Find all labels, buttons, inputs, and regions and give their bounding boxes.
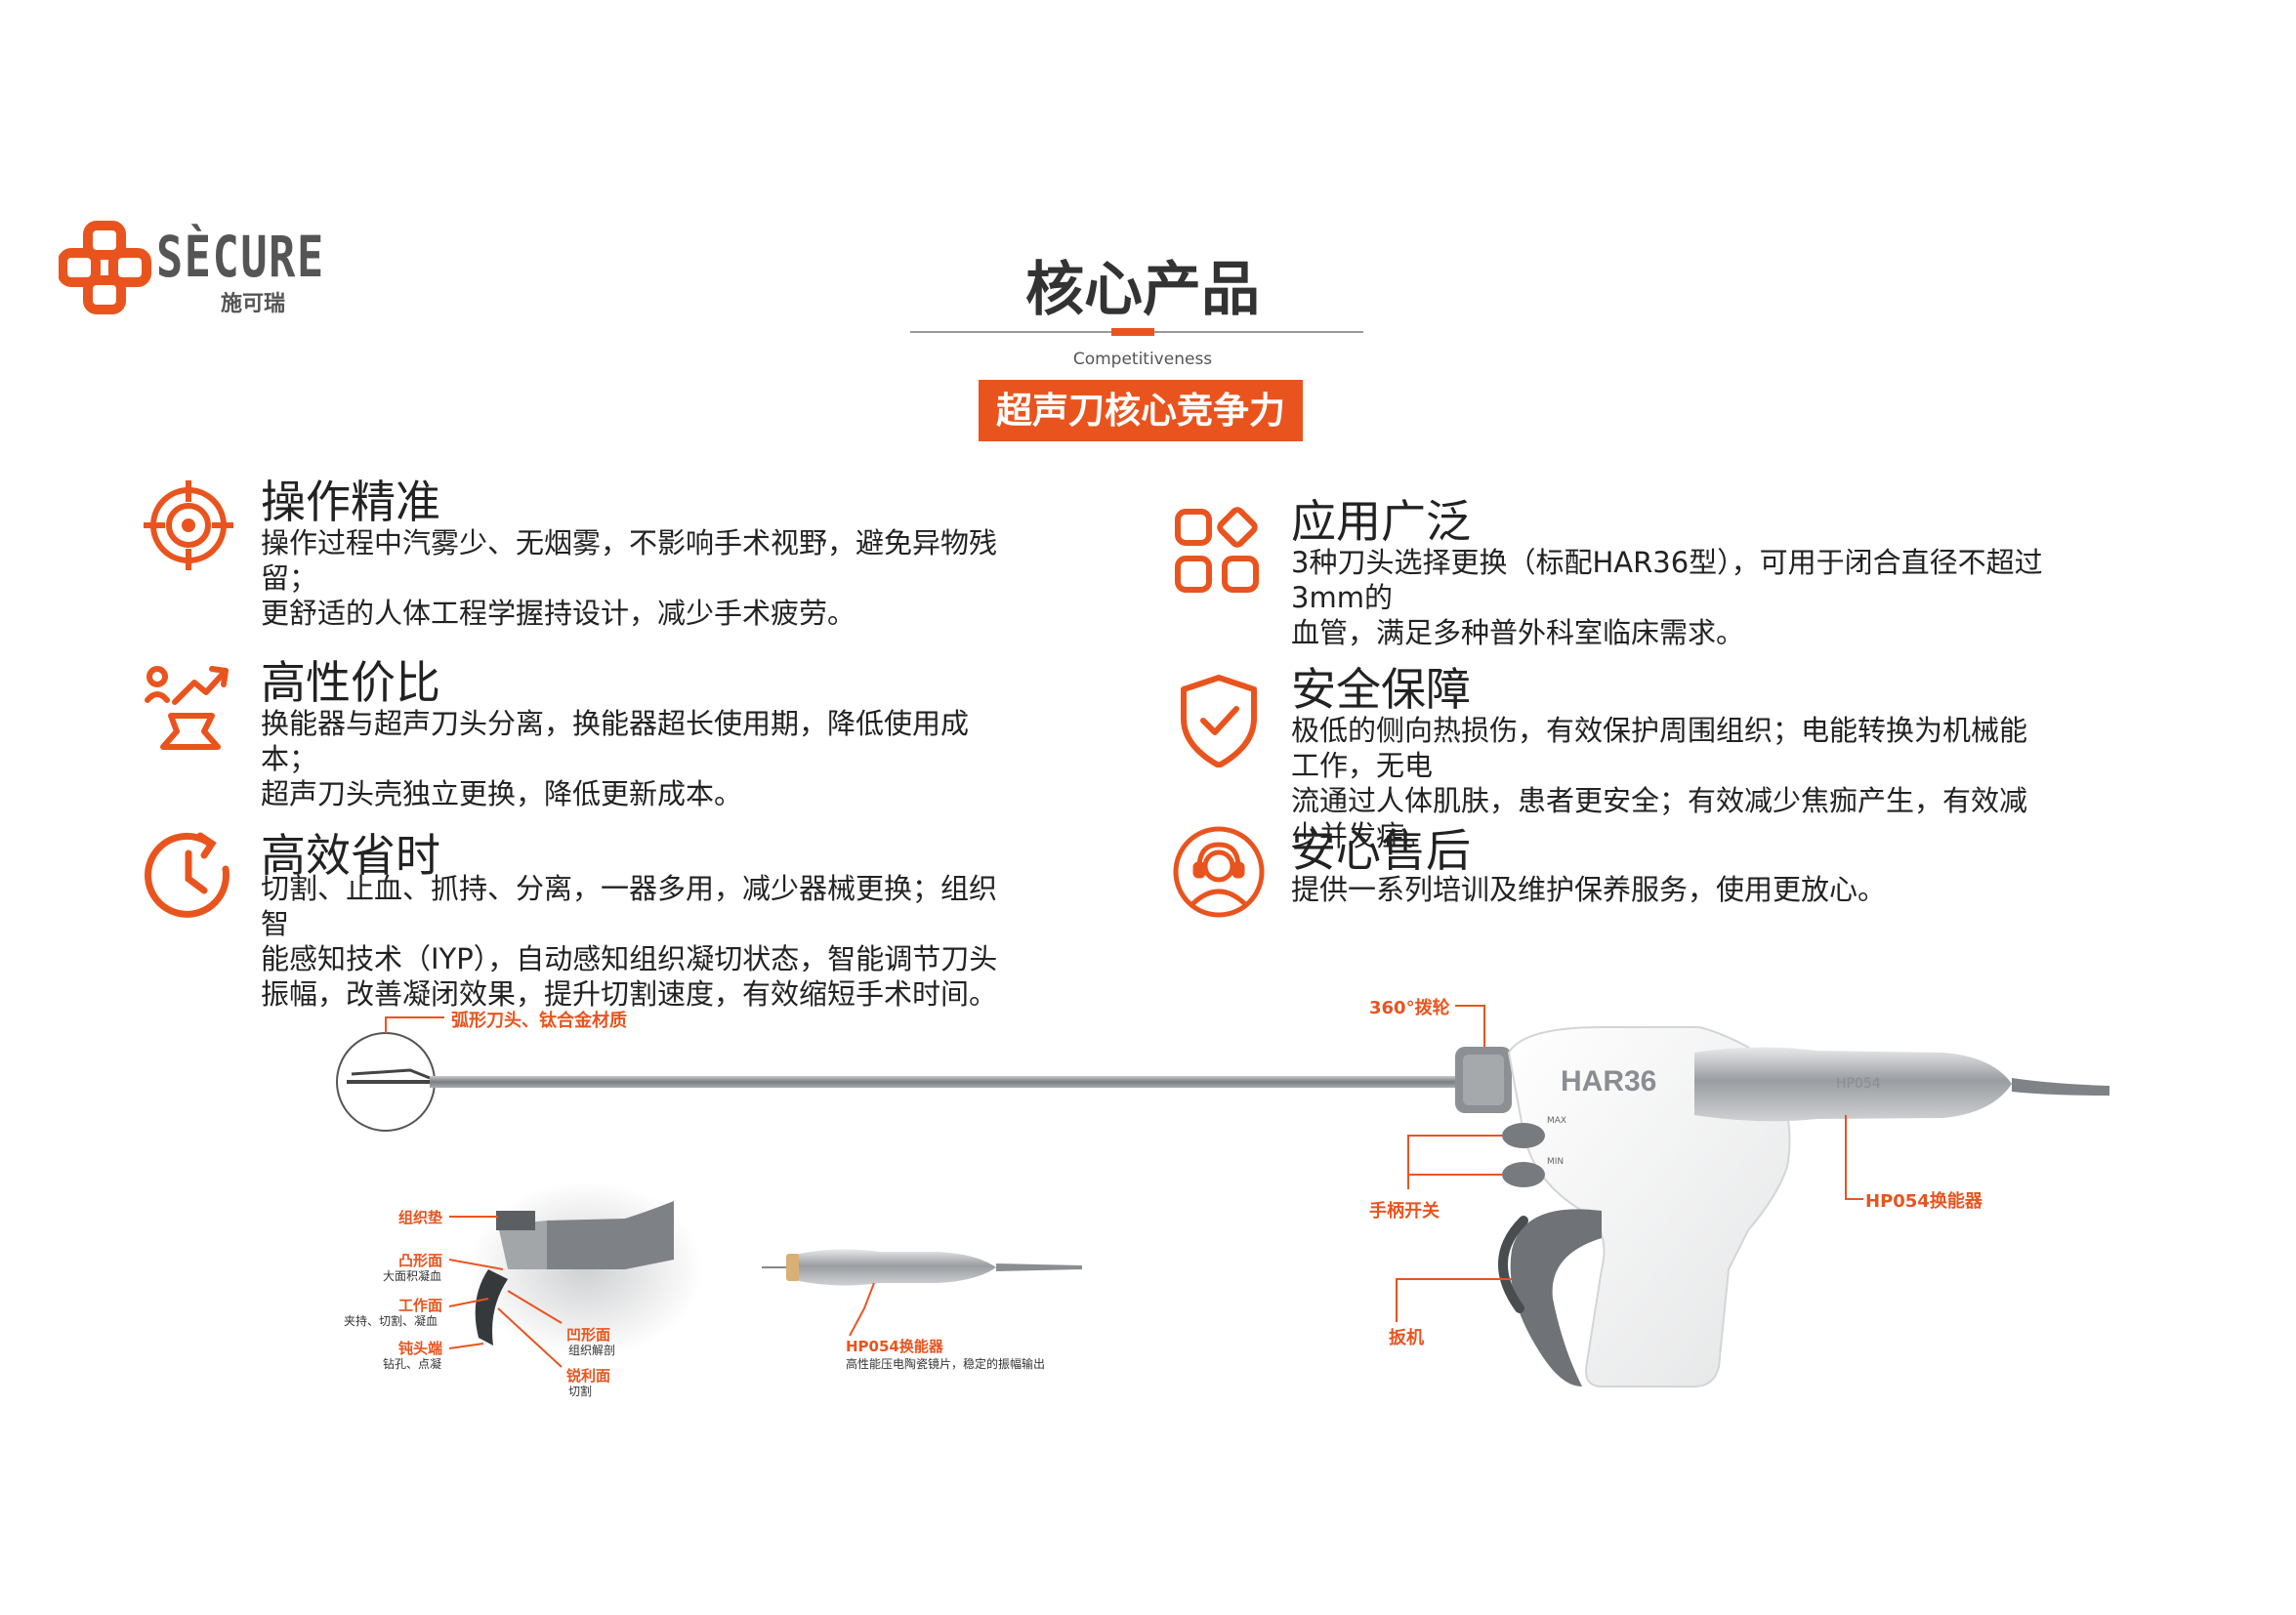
- model-label: HAR36: [1561, 1065, 1656, 1097]
- feature-desc: 操作过程中汽雾少、无烟雾，不影响手术视野，避免异物残留； 更舒适的人体工程学握持…: [261, 526, 998, 630]
- feature-title: 高性价比: [261, 656, 440, 709]
- jaw-label-convex-sub: 大面积凝血: [383, 1269, 442, 1283]
- page-subtitle: Competitiveness: [1072, 350, 1213, 369]
- jaw-closeup: [469, 1181, 703, 1357]
- transducer-detail-title: HP054换能器: [846, 1338, 943, 1355]
- brand-wordmark: SÈCURE: [156, 224, 325, 290]
- rotation-wheel: [1455, 1005, 1512, 1113]
- target-icon: [144, 480, 233, 570]
- feature-title: 应用广泛: [1291, 495, 1471, 548]
- feature-desc: 极低的侧向热损伤，有效保护周围组织；电能转换为机械能工作，无电 流通过人体肌肤，…: [1291, 714, 2028, 852]
- feature-title: 安心售后: [1291, 824, 1471, 877]
- feature-title: 安全保障: [1291, 663, 1471, 716]
- switch-callout-label: 手柄开关: [1369, 1201, 1440, 1222]
- headset-support-icon: [1173, 826, 1265, 918]
- transducer-callout-label: HP054换能器: [1865, 1191, 1983, 1212]
- trigger-callout-label: 扳机: [1389, 1328, 1424, 1348]
- jaw-label-pad: 组织垫: [398, 1209, 443, 1226]
- clock-icon: [145, 832, 230, 918]
- jaw-label-work: 工作面: [398, 1297, 443, 1314]
- min-button-label: MIN: [1547, 1157, 1564, 1167]
- transducer-detail-desc: 高性能压电陶瓷镜片，稳定的振幅输出: [846, 1357, 1046, 1371]
- transducer: HP054: [1694, 1047, 2109, 1200]
- jaw-label-cutting: 锐利面: [566, 1367, 611, 1385]
- brand-subname: 施可瑞: [221, 292, 286, 316]
- jaw-label-cutting-sub: 切割: [568, 1385, 593, 1398]
- jaw-label-work-sub: 夹持、切割、凝血: [344, 1314, 438, 1328]
- feature-desc: 提供一系列培训及维护保养服务，使用更放心。: [1291, 873, 1887, 906]
- blade-tip-detail: [336, 1016, 444, 1132]
- instrument-shaft: [430, 1076, 1465, 1088]
- jaw-label-tip-sub: 钻孔、点凝: [383, 1357, 442, 1371]
- jaw-label-tip: 钝头端: [398, 1340, 443, 1357]
- max-button[interactable]: [1502, 1123, 1545, 1148]
- feature-desc: 换能器与超声刀头分离，换能器超长使用期，降低使用成本； 超声刀头壳独立更换，降低…: [261, 707, 970, 810]
- logo-cross-icon: [58, 221, 151, 314]
- section-banner: 超声刀核心竞争力: [979, 380, 1303, 441]
- transducer-model: HP054: [1836, 1076, 1881, 1092]
- feature-desc: 3种刀头选择更换（标配HAR36型），可用于闭合直径不超过3mm的 血管，满足多…: [1291, 546, 2043, 649]
- jaw-label-convex: 凸形面: [398, 1252, 443, 1269]
- min-button[interactable]: [1502, 1162, 1545, 1187]
- feature-title: 高效省时: [261, 829, 440, 882]
- transducer-detail: [762, 1249, 1082, 1337]
- feature-title: 操作精准: [261, 476, 440, 528]
- rotation-callout-label: 360°拨轮: [1369, 998, 1450, 1018]
- feature-desc: 切割、止血、抓持、分离，一器多用，减少器械更换；组织智 能感知技术（IYP），自…: [261, 872, 998, 1011]
- jaw-label-concave: 凹形面: [566, 1326, 611, 1344]
- page-title: 核心产品: [1025, 256, 1260, 324]
- brand-logo: SÈCURE 施可瑞: [58, 220, 323, 317]
- growth-chart-icon: [145, 666, 229, 750]
- shield-check-icon: [1181, 675, 1257, 767]
- jaw-label-concave-sub: 组织解剖: [568, 1344, 616, 1357]
- trigger[interactable]: [1497, 1209, 1602, 1387]
- title-divider-accent: [1111, 328, 1154, 336]
- apps-grid-icon: [1175, 507, 1259, 593]
- max-button-label: MAX: [1547, 1116, 1566, 1126]
- blade-callout-label: 弧形刀头、钛合金材质: [451, 1011, 627, 1031]
- jaw-callouts: [448, 1216, 563, 1368]
